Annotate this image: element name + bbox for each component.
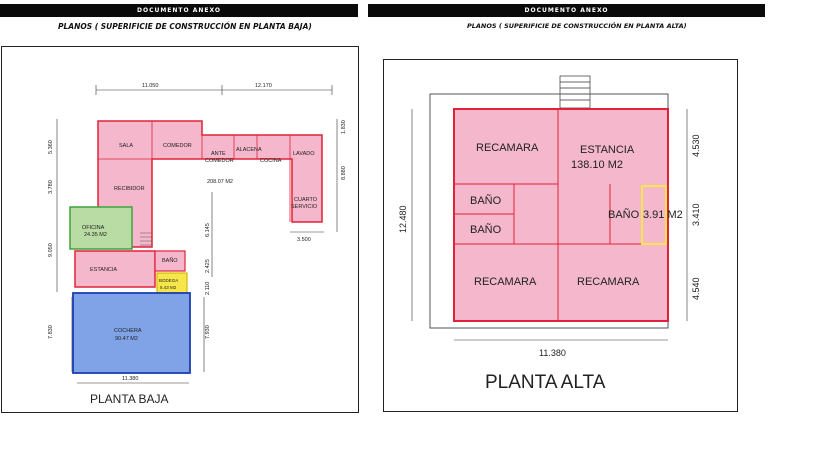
- room-label-bano: BAÑO: [162, 257, 178, 264]
- room-label-cocina: COCINA: [260, 158, 282, 164]
- room-label-recamara-br: RECAMARA: [577, 276, 640, 288]
- room-label-estancia-alta: ESTANCIA: [580, 144, 635, 156]
- room-label-bano-1: BAÑO: [470, 194, 502, 207]
- doc-header-right: DOCUMENTO ANEXO: [368, 4, 765, 17]
- dim-left-4: 7.830: [48, 325, 54, 339]
- room-label-cochera: COCHERA: [114, 328, 142, 334]
- planta-baja-panel: SALA COMEDOR ANTE COMEDOR ALACENA COCINA…: [1, 46, 359, 413]
- planta-baja-drawing: SALA COMEDOR ANTE COMEDOR ALACENA COCINA…: [48, 83, 347, 406]
- dim-mid-2: 2.425: [205, 259, 211, 273]
- room-label-oficina: OFICINA: [82, 225, 105, 231]
- doc-header-right-label: DOCUMENTO ANEXO: [524, 7, 609, 14]
- cochera-room: [72, 292, 191, 374]
- dim-alta-right-1: 4.530: [691, 134, 701, 157]
- stairs-alta-icon: [559, 75, 591, 109]
- area-oficina: 24.35 M2: [84, 232, 107, 238]
- room-label-sala: SALA: [119, 143, 133, 149]
- dim-mid-4: 7.930: [205, 325, 211, 339]
- bano-room: [154, 250, 186, 272]
- room-label-bano-3: BAÑO: [608, 208, 640, 221]
- area-main: 208.07 M2: [207, 179, 233, 185]
- dimension-lines-alta: [411, 109, 688, 341]
- plan-title-alta: PLANTA ALTA: [485, 372, 606, 393]
- bodega-room: [156, 272, 188, 296]
- doc-header-left: DOCUMENTO ANEXO: [0, 4, 358, 17]
- room-label-bodega: BODEGA: [159, 278, 178, 283]
- dim-left-1: 5.360: [48, 140, 54, 154]
- planta-alta-panel: RECAMARA ESTANCIA 138.10 M2 BAÑO BAÑO BA…: [383, 59, 738, 412]
- room-label-servicio: SERVICIO: [291, 204, 318, 210]
- area-bano-alta: 3.91 M2: [643, 209, 683, 221]
- bano-yellow-box: [641, 185, 667, 245]
- main-house-area: [97, 120, 323, 248]
- room-label-antecomedor: COMEDOR: [205, 158, 234, 164]
- room-label-ante: ANTE: [211, 151, 226, 157]
- room-label-recamara-tl: RECAMARA: [476, 142, 539, 154]
- dim-alta-right-3: 4.540: [691, 277, 701, 300]
- estancia-room: [74, 250, 156, 288]
- dimension-lines: [56, 85, 338, 384]
- upper-floor-area: [453, 108, 669, 322]
- dim-right-top: 1.830: [341, 120, 347, 134]
- subtitle-planta-baja: PLANOS ( SUPERIFICIE DE CONSTRUCCIÓN EN …: [58, 22, 312, 31]
- dim-top-left: 11.050: [142, 83, 158, 89]
- room-label-comedor: COMEDOR: [163, 143, 192, 149]
- oficina-room: [69, 206, 133, 250]
- dim-left-3: 9.050: [48, 243, 54, 257]
- dim-top-right: 12.170: [255, 83, 272, 89]
- dim-alta-left: 12.480: [398, 205, 408, 233]
- area-bodega: 5.43 M2: [160, 285, 177, 290]
- dim-right-bottom: 3.500: [297, 237, 311, 243]
- floor-plan-rooms: [69, 120, 323, 374]
- room-label-recibidor: RECIBIDOR: [114, 186, 145, 192]
- room-label-estancia: ESTANCIA: [90, 267, 117, 273]
- room-label-lavado: LAVADO: [293, 151, 315, 157]
- area-estancia-alta: 138.10 M2: [571, 159, 623, 171]
- dim-bottom: 11.380: [122, 376, 138, 382]
- room-label-alacena: ALACENA: [236, 147, 262, 153]
- dim-mid-1: 6.145: [205, 223, 211, 237]
- room-label-cuarto: CUARTO: [294, 197, 318, 203]
- room-label-bano-2: BAÑO: [470, 223, 502, 236]
- room-label-recamara-bl: RECAMARA: [474, 276, 537, 288]
- dim-alta-right-2: 3.410: [691, 203, 701, 226]
- stairs-baja-icon: [140, 232, 152, 246]
- doc-header-left-label: DOCUMENTO ANEXO: [136, 7, 221, 14]
- planta-alta-drawing: RECAMARA ESTANCIA 138.10 M2 BAÑO BAÑO BA…: [398, 75, 701, 393]
- dim-alta-bottom: 11.380: [539, 348, 566, 358]
- area-cochera: 90.47 M2: [115, 336, 138, 342]
- dim-right-mid: 8.880: [341, 166, 347, 180]
- subtitle-planta-alta: PLANOS ( SUPERIFICIE DE CONSTRUCCIÓN EN …: [467, 22, 687, 30]
- dim-left-2: 3.780: [48, 180, 54, 194]
- dim-mid-3: 2.110: [205, 282, 211, 295]
- plan-title-baja: PLANTA BAJA: [90, 392, 168, 406]
